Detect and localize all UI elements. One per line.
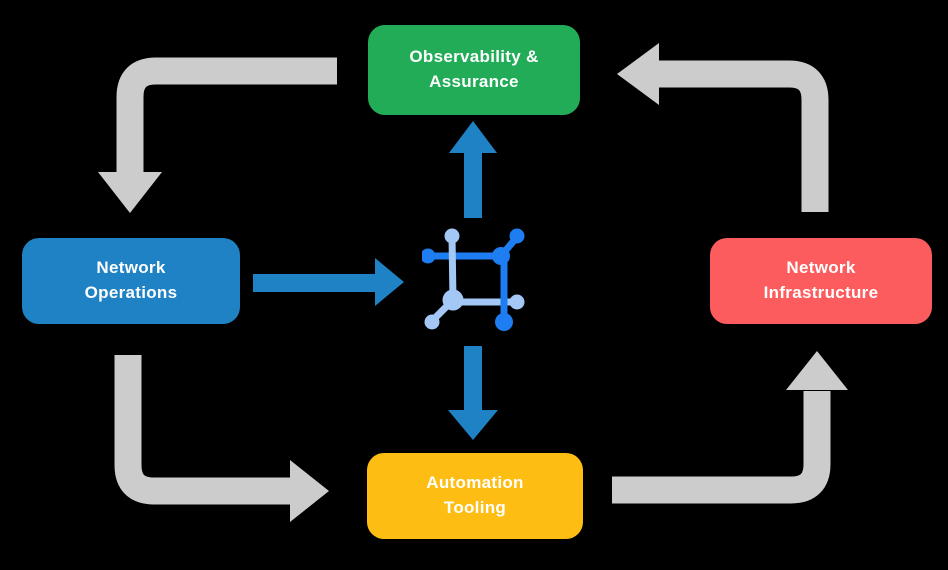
node-observability-label: Observability & Assurance — [409, 47, 539, 91]
cycle-arrow-automation-to-infrastructure-icon — [612, 351, 848, 504]
node-observability-assurance: Observability & Assurance — [368, 25, 580, 115]
node-infrastructure-label: Network Infrastructure — [763, 258, 879, 302]
node-network-infrastructure: Network Infrastructure — [710, 238, 932, 324]
node-automation-label: Automation Tooling — [426, 473, 524, 517]
flow-arrow-center-to-automation-icon — [448, 346, 498, 440]
network-mesh-icon — [422, 228, 525, 331]
node-network-operations: Network Operations — [22, 238, 240, 324]
cycle-arrow-infrastructure-to-observability-icon — [617, 43, 829, 212]
flow-arrow-operations-to-center-icon — [253, 258, 404, 306]
node-automation-tooling: Automation Tooling — [367, 453, 583, 539]
node-operations-label: Network Operations — [84, 258, 178, 302]
cycle-arrow-operations-to-automation-icon — [114, 355, 329, 522]
flow-arrow-center-to-observability-icon — [449, 121, 497, 218]
cycle-arrow-observability-to-operations-icon — [98, 57, 337, 213]
